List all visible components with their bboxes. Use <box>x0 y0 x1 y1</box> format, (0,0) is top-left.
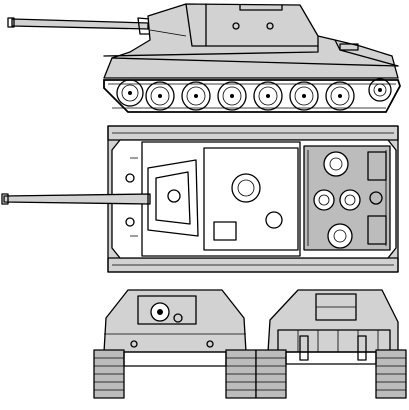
side-view <box>7 3 401 113</box>
side-track <box>103 79 401 113</box>
side-road-wheels <box>116 78 392 111</box>
rear-tracks <box>255 349 407 399</box>
front-hull <box>103 289 247 353</box>
rear-exhausts <box>299 335 367 361</box>
side-superstructure <box>103 3 399 79</box>
rear-view <box>255 289 407 399</box>
front-tracks <box>93 349 257 399</box>
rear-hull <box>267 289 399 353</box>
front-view <box>93 289 257 399</box>
side-gun-barrel <box>7 17 153 35</box>
top-view <box>1 125 399 273</box>
top-gun <box>1 159 199 237</box>
top-engine-deck <box>303 145 391 251</box>
top-hatches <box>125 157 283 241</box>
